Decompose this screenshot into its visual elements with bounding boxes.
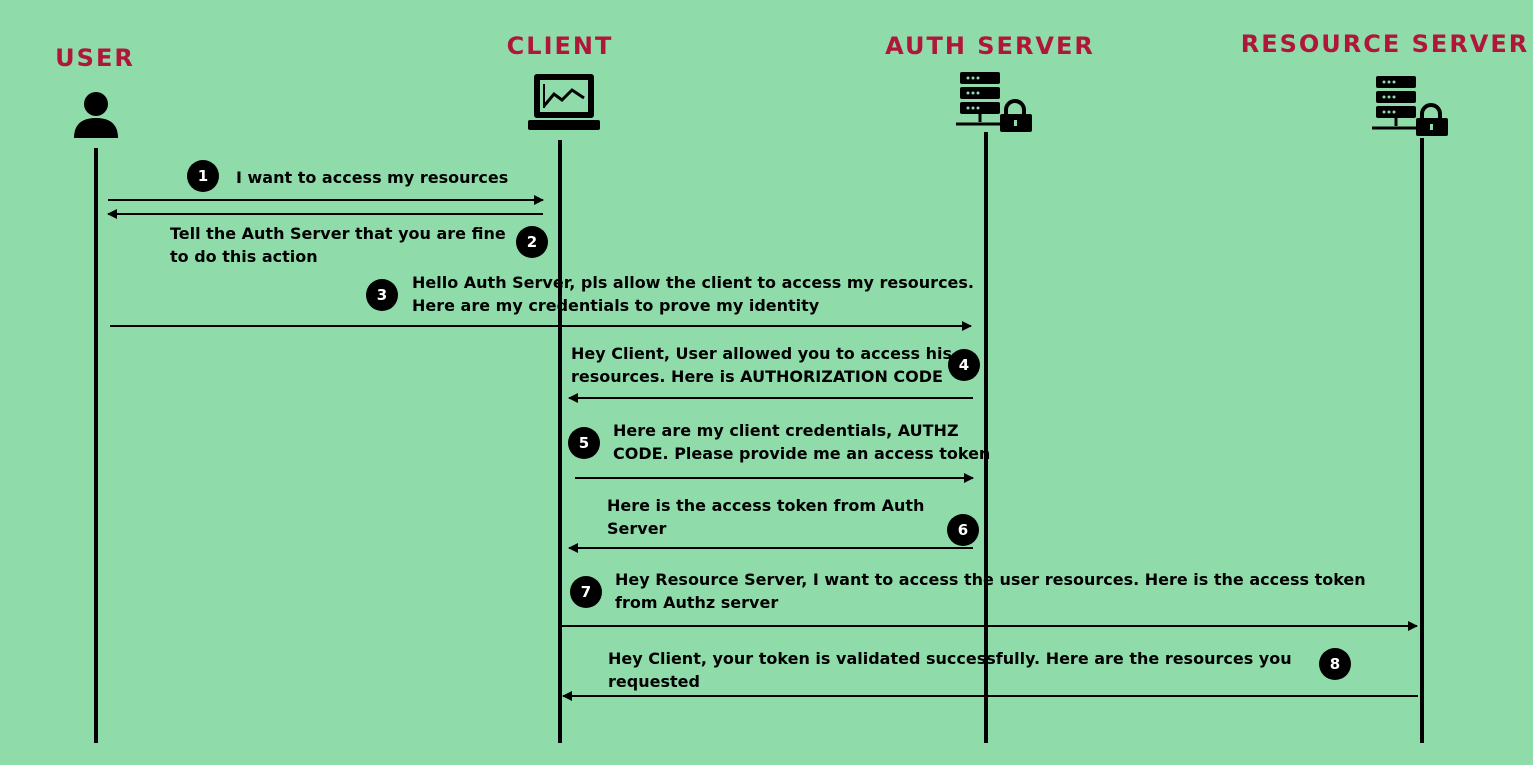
lifeline-user [94,148,98,743]
message-5-line-1: Here are my client credentials, AUTHZ [613,421,959,440]
step-badge-6: 6 [947,514,979,546]
message-3-line-2: Here are my credentials to prove my iden… [412,296,820,315]
message-2-line-2: to do this action [170,247,318,266]
step-badge-2: 2 [516,226,548,258]
message-3-line-1: Hello Auth Server, pls allow the client … [412,273,974,292]
message-6-text: Here is the access token from Auth Serve… [607,494,924,540]
message-7-text: Hey Resource Server, I want to access th… [615,568,1366,614]
step-badge-4: 4 [948,349,980,381]
step-badge-1: 1 [187,160,219,192]
step-badge-7: 7 [570,576,602,608]
message-8-line-1: Hey Client, your token is validated succ… [608,649,1292,668]
lifeline-client [558,140,562,743]
auth-server-lock-icon [956,72,1032,132]
actor-label-client: CLIENT [506,32,614,60]
user-icon [74,92,118,138]
message-2-line-1: Tell the Auth Server that you are fine [170,224,506,243]
message-8-text: Hey Client, your token is validated succ… [608,647,1292,693]
message-1-line-1: I want to access my resources [236,168,509,187]
message-6-line-2: Server [607,519,667,538]
message-2-text: Tell the Auth Server that you are fine t… [170,222,506,268]
message-7-line-1: Hey Resource Server, I want to access th… [615,570,1366,589]
lifeline-resource-server [1420,138,1424,743]
message-7-line-2: from Authz server [615,593,779,612]
message-3-text: Hello Auth Server, pls allow the client … [412,271,974,317]
message-1-text: I want to access my resources [236,166,508,189]
lifeline-auth-server [984,132,988,743]
message-5-line-2: CODE. Please provide me an access token [613,444,991,463]
step-badge-3: 3 [366,279,398,311]
step-badge-8: 8 [1319,648,1351,680]
message-4-line-2: resources. Here is AUTHORIZATION CODE [571,367,943,386]
laptop-icon [528,74,600,130]
message-4-line-1: Hey Client, User allowed you to access h… [571,344,952,363]
message-5-text: Here are my client credentials, AUTHZ CO… [613,419,990,465]
step-badge-5: 5 [568,427,600,459]
message-4-text: Hey Client, User allowed you to access h… [571,342,952,388]
message-8-line-2: requested [608,672,700,691]
message-6-line-1: Here is the access token from Auth [607,496,925,515]
actor-label-auth-server: AUTH SERVER [885,32,1095,60]
actor-label-resource-server: RESOURCE SERVER [1240,30,1530,58]
resource-server-lock-icon [1372,76,1448,136]
actor-label-user: USER [55,44,135,72]
